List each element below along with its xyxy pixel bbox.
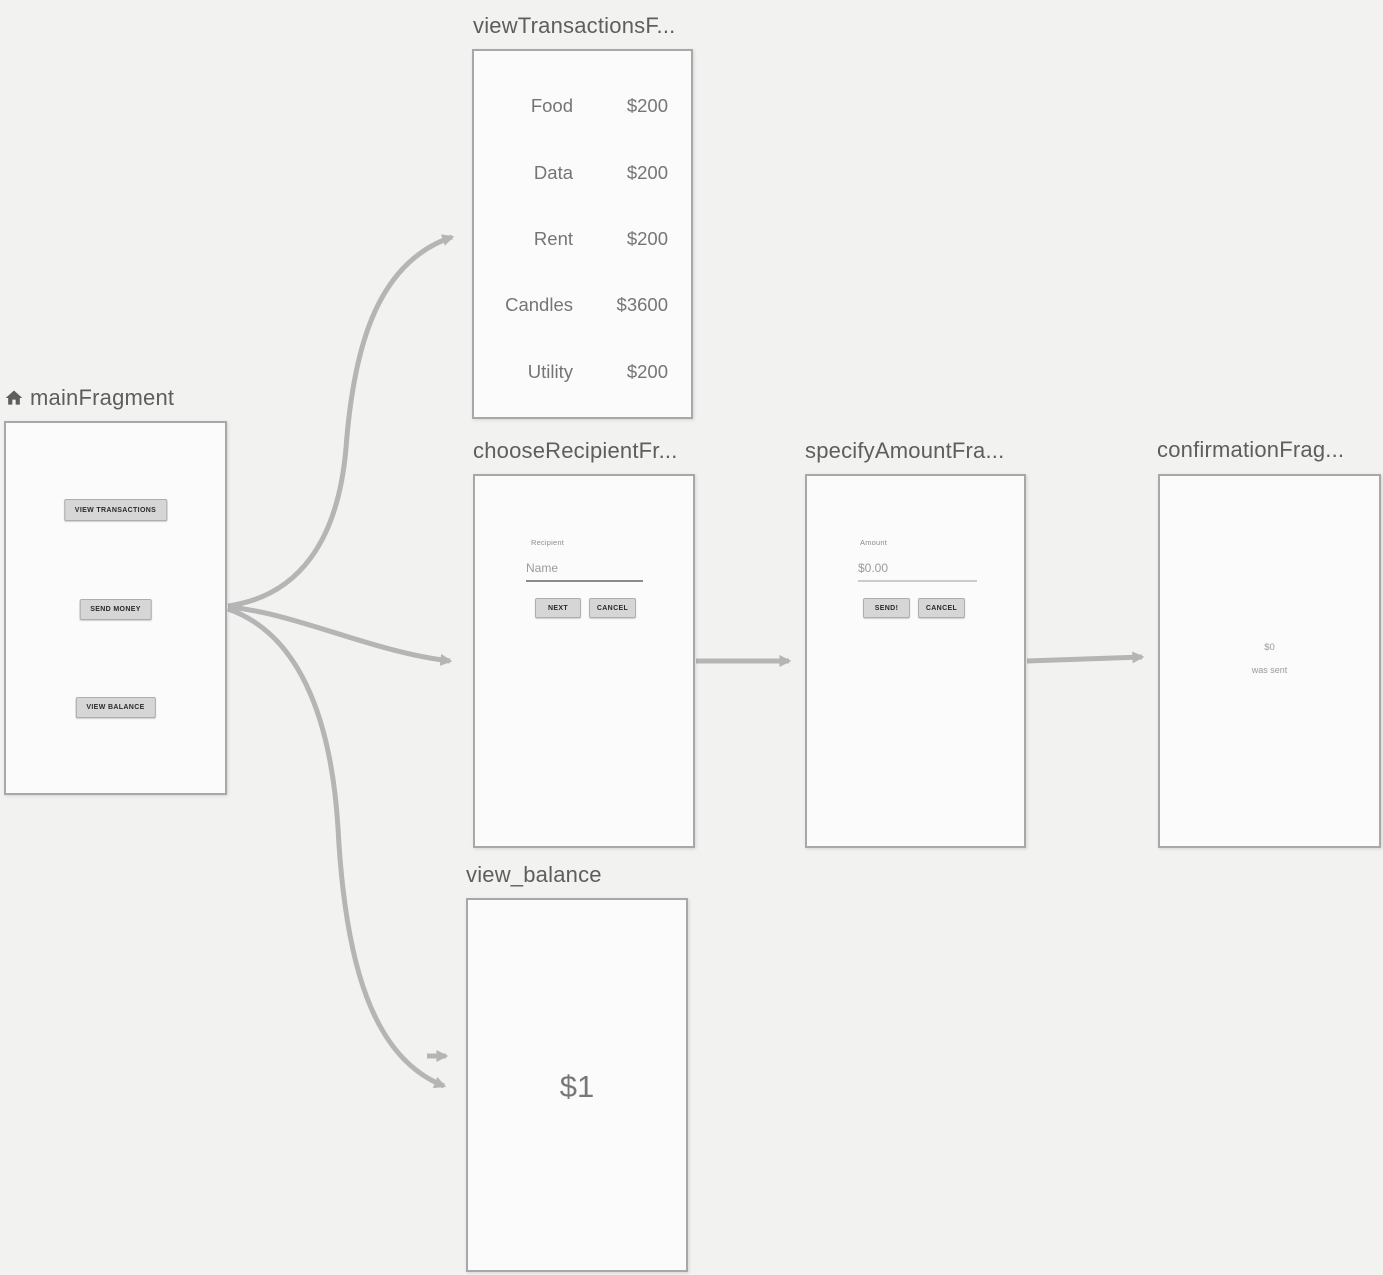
view-transactions-button[interactable]: VIEW TRANSACTIONS (63, 499, 168, 521)
fragment-view-transactions[interactable]: Food $200 Data $200 Rent $200 Candles $3… (472, 49, 693, 419)
fragment-title-main: mainFragment (4, 385, 174, 411)
transaction-amount: $200 (626, 95, 668, 117)
amount-input-underline (858, 580, 977, 582)
cancel-button[interactable]: CANCEL (918, 598, 965, 618)
edge-main-to-choose-recipient[interactable] (227, 604, 453, 666)
cancel-button[interactable]: CANCEL (589, 598, 636, 618)
confirmation-amount-text: $0 (1264, 642, 1275, 653)
confirmation-message-text: was sent (1251, 665, 1288, 675)
fragment-title-view-transactions-label: viewTransactionsF... (473, 13, 676, 38)
transaction-row: Utility $200 (474, 339, 691, 405)
home-icon (5, 390, 23, 405)
transaction-row: Data $200 (474, 139, 691, 205)
amount-input[interactable]: $0.00 (858, 561, 889, 575)
transaction-amount: $200 (626, 227, 668, 249)
view-balance-button[interactable]: VIEW BALANCE (75, 697, 156, 718)
transaction-row: Candles $3600 (474, 272, 691, 338)
transaction-amount: $200 (626, 161, 668, 183)
transaction-amount: $3600 (616, 294, 668, 316)
transaction-label: Data (533, 161, 573, 183)
recipient-field-label: Recipient (531, 538, 565, 547)
fragment-title-main-label: mainFragment (30, 385, 175, 410)
recipient-input-underline (526, 580, 643, 582)
send-button[interactable]: SEND! (863, 598, 910, 618)
fragment-confirmation[interactable]: $0 was sent (1158, 474, 1381, 848)
edge-main-to-view-balance[interactable] (227, 606, 447, 1089)
send-money-button[interactable]: SEND MONEY (79, 599, 152, 620)
fragment-main[interactable]: VIEW TRANSACTIONS SEND MONEY VIEW BALANC… (4, 421, 227, 795)
transaction-row: Food $200 (474, 73, 691, 139)
amount-field-label: Amount (860, 538, 888, 547)
fragment-title-confirmation-label: confirmationFrag... (1157, 437, 1345, 462)
edge-main-to-view-transactions[interactable] (227, 234, 455, 609)
transaction-row: Rent $200 (474, 206, 691, 272)
fragment-title-view-transactions: viewTransactionsF... (473, 13, 675, 39)
fragment-title-specify-amount: specifyAmountFra... (805, 438, 1004, 464)
transaction-label: Utility (527, 360, 573, 382)
fragment-title-specify-amount-label: specifyAmountFra... (805, 438, 1005, 463)
transaction-label: Food (530, 95, 573, 117)
recipient-name-input[interactable]: Name (526, 561, 559, 575)
fragment-title-choose-recipient: chooseRecipientFr... (473, 438, 678, 464)
balance-amount-text: $1 (559, 1069, 595, 1104)
fragment-title-choose-recipient-label: chooseRecipientFr... (473, 438, 678, 463)
transactions-list: Food $200 Data $200 Rent $200 Candles $3… (474, 73, 691, 405)
transaction-label: Candles (505, 294, 573, 316)
transaction-amount: $200 (626, 360, 668, 382)
fragment-view-balance[interactable]: $1 (466, 898, 688, 1272)
next-button[interactable]: NEXT (535, 598, 581, 618)
fragment-title-view-balance-label: view_balance (466, 862, 602, 887)
fragment-title-view-balance: view_balance (466, 862, 602, 888)
fragment-choose-recipient[interactable]: Recipient Name NEXT CANCEL (473, 474, 695, 848)
edge-specify-amount-to-confirmation[interactable] (1026, 651, 1145, 664)
fragment-specify-amount[interactable]: Amount $0.00 SEND! CANCEL (805, 474, 1026, 848)
fragment-title-confirmation: confirmationFrag... (1157, 437, 1344, 463)
transaction-label: Rent (533, 227, 573, 249)
